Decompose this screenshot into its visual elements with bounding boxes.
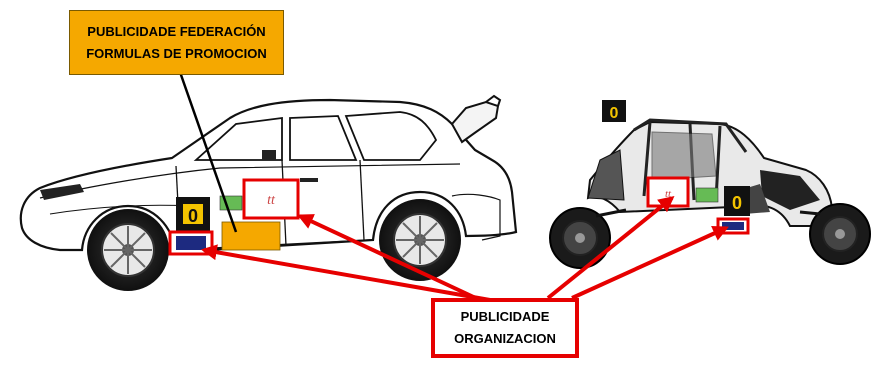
organization-callout-line1: PUBLICIDADE xyxy=(460,309,550,324)
organization-logo: tt xyxy=(267,193,276,208)
federation-callout-line2: FORMULAS DE PROMOCION xyxy=(86,45,267,61)
sponsor-logo xyxy=(722,222,744,230)
buggy-roof-number: 0 xyxy=(610,105,619,122)
buggy-roof-number-plate: 0 xyxy=(602,100,626,122)
rally-race-number-plate: 0 xyxy=(176,197,210,231)
rally-car-icon xyxy=(19,94,518,291)
federation-advertising-callout: PUBLICIDADE FEDERACIÓN FORMULAS DE PROMO… xyxy=(69,10,284,75)
buggy-race-number: 0 xyxy=(732,193,742,213)
organization-advertising-callout: PUBLICIDADE ORGANIZACION xyxy=(431,298,579,358)
arrow-icon xyxy=(200,195,729,302)
buggy-race-number-plate: 0 xyxy=(724,186,750,216)
organization-callout-line2: ORGANIZACION xyxy=(454,331,556,346)
federation-callout-line1: PUBLICIDADE FEDERACIÓN xyxy=(87,23,266,39)
federation-pointer-line xyxy=(178,71,238,233)
sponsor-logo xyxy=(695,187,719,203)
federation-decal-rally xyxy=(221,221,281,251)
organization-logo: tt xyxy=(665,188,672,200)
sponsor-logo xyxy=(176,236,206,250)
rally-race-number: 0 xyxy=(188,206,198,226)
organization-decal-rally-door xyxy=(242,178,300,220)
buggy-car-icon xyxy=(549,118,871,269)
